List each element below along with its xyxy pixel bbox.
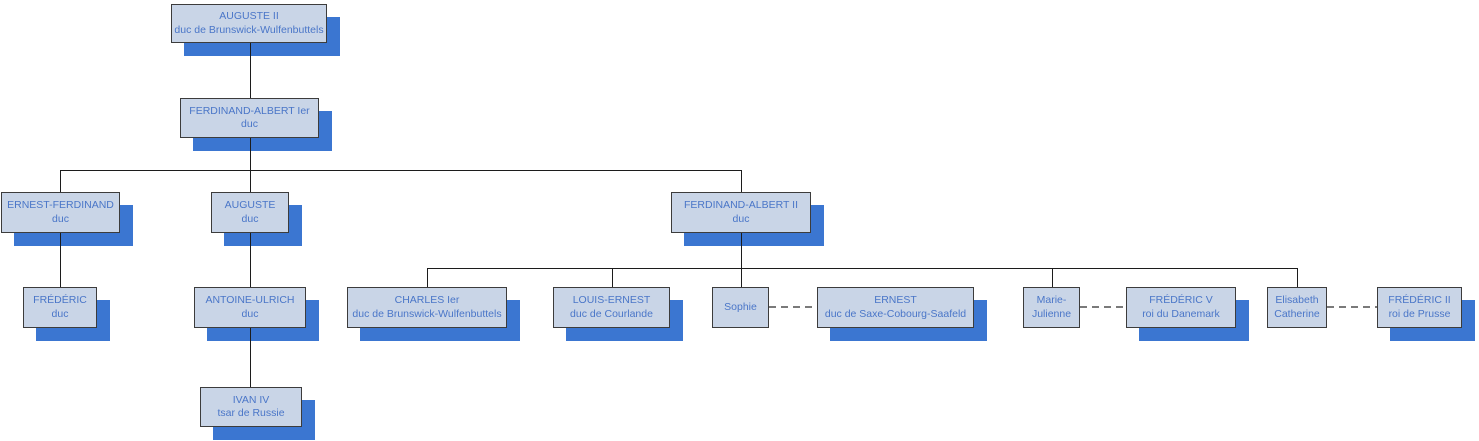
person-name: FRÉDÉRIC II xyxy=(1388,294,1451,306)
person-name: FERDINAND-ALBERT Ier xyxy=(189,104,310,117)
connector-line xyxy=(427,268,428,287)
person-name: CHARLES Ier xyxy=(394,294,460,306)
node-ivan-iv[interactable]: IVAN IV tsar de Russie xyxy=(200,387,302,427)
node-louis-ernest[interactable]: LOUIS-ERNEST duc de Courlande xyxy=(553,287,670,328)
person-title: duc de Brunswick-Wulfenbuttels xyxy=(174,23,324,36)
person-title: duc xyxy=(241,307,259,320)
node-ferdinand-albert-ier[interactable]: FERDINAND-ALBERT Ier duc xyxy=(180,98,319,138)
person-title: duc xyxy=(241,212,259,225)
person-name: FERDINAND-ALBERT II xyxy=(684,199,798,211)
node-ferdinand-albert-ii[interactable]: FERDINAND-ALBERT II duc xyxy=(671,192,811,233)
person-title: tsar de Russie xyxy=(217,407,285,419)
person-name: Elisabeth Catherine xyxy=(1274,294,1320,320)
person-title: duc de Saxe-Cobourg-Saafeld xyxy=(824,307,967,320)
person-name: ANTOINE-ULRICH xyxy=(205,294,295,306)
person-name: FRÉDÉRIC V xyxy=(1149,294,1213,306)
connector-line xyxy=(741,233,742,268)
connector-line xyxy=(60,233,61,287)
person-name: IVAN IV xyxy=(232,393,270,406)
node-frederic-ii[interactable]: FRÉDÉRIC II roi de Prusse xyxy=(1377,287,1462,328)
person-name: AUGUSTE xyxy=(224,199,276,211)
connector-line xyxy=(250,328,251,387)
person-name: FRÉDÉRIC xyxy=(33,294,87,306)
person-title: roi du Danemark xyxy=(1142,307,1220,320)
person-title: duc de Courlande xyxy=(570,307,653,320)
person-title: duc xyxy=(732,212,750,225)
connector-line xyxy=(1297,268,1298,287)
person-title: roi de Prusse xyxy=(1388,307,1451,320)
connector-line xyxy=(60,170,61,192)
node-auguste-ii[interactable]: AUGUSTE II duc de Brunswick-Wulfenbuttel… xyxy=(171,4,327,43)
node-marie-julienne[interactable]: Marie-Julienne xyxy=(1023,287,1080,328)
node-ernest-ferdinand[interactable]: ERNEST-FERDINAND duc xyxy=(1,192,120,233)
person-name: ERNEST-FERDINAND xyxy=(7,199,114,211)
node-elisabeth-catherine[interactable]: Elisabeth Catherine xyxy=(1267,287,1327,328)
connector-line xyxy=(612,268,613,287)
marriage-dashed-line xyxy=(769,306,817,308)
node-frederic[interactable]: FRÉDÉRIC duc xyxy=(23,287,97,328)
person-name: LOUIS-ERNEST xyxy=(572,294,651,306)
connector-line xyxy=(60,170,742,171)
connector-line xyxy=(250,233,251,287)
connector-line xyxy=(250,138,251,170)
node-auguste[interactable]: AUGUSTE duc xyxy=(211,192,289,233)
node-sophie[interactable]: Sophie xyxy=(712,287,769,328)
node-ernest[interactable]: ERNEST duc de Saxe-Cobourg-Saafeld xyxy=(817,287,974,328)
connector-line xyxy=(741,170,742,192)
node-antoine-ulrich[interactable]: ANTOINE-ULRICH duc xyxy=(194,287,306,328)
connector-line xyxy=(250,170,251,192)
node-frederic-v[interactable]: FRÉDÉRIC V roi du Danemark xyxy=(1126,287,1236,328)
person-title: duc xyxy=(52,212,69,225)
person-title: duc de Brunswick-Wulfenbuttels xyxy=(352,307,502,320)
connector-line xyxy=(1052,268,1053,287)
marriage-dashed-line xyxy=(1327,306,1377,308)
person-title: duc xyxy=(241,118,258,130)
person-name: Marie-Julienne xyxy=(1031,294,1072,320)
person-name: AUGUSTE II xyxy=(219,10,279,22)
connector-line xyxy=(427,268,1298,269)
marriage-dashed-line xyxy=(1080,306,1126,308)
person-title: duc xyxy=(51,307,69,320)
person-name: ERNEST xyxy=(874,294,917,306)
connector-line xyxy=(250,43,251,98)
node-charles-ier[interactable]: CHARLES Ier duc de Brunswick-Wulfenbutte… xyxy=(347,287,507,328)
connector-line xyxy=(741,268,742,287)
person-name: Sophie xyxy=(724,300,757,313)
